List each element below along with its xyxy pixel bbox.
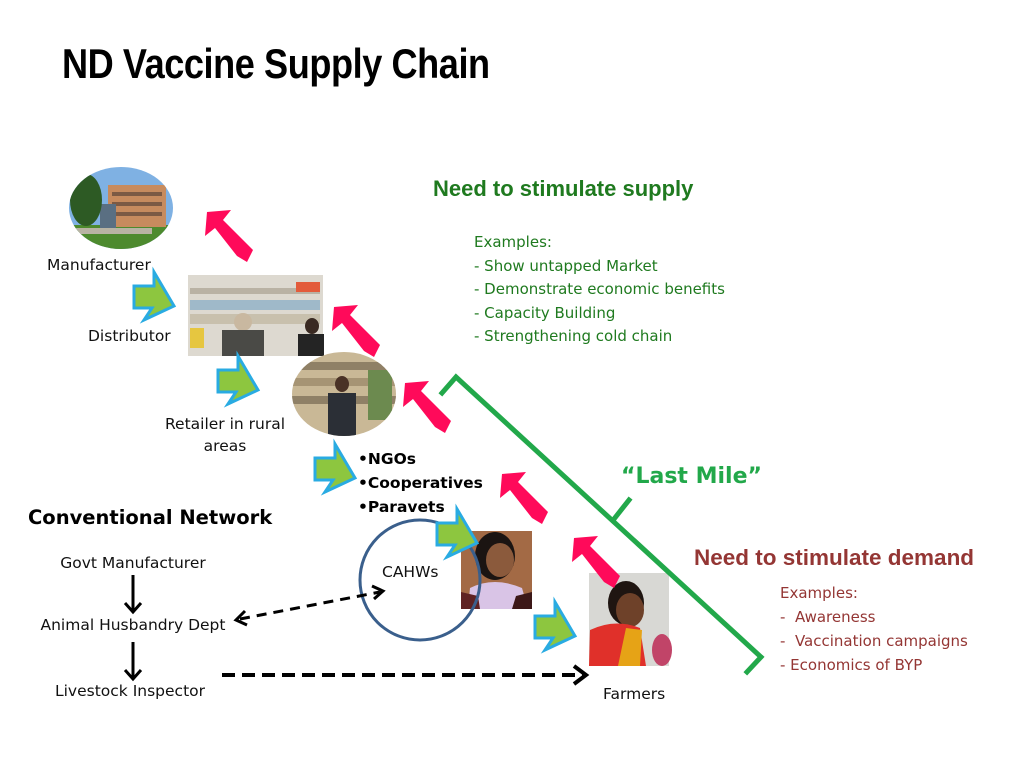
demand-heading: Need to stimulate demand	[694, 545, 975, 570]
distributor-label: Distributor	[88, 327, 171, 345]
partner-item: •NGOs	[358, 450, 417, 468]
cahws-label: CAHWs	[382, 563, 439, 581]
supply-example-item: - Strengthening cold chain	[474, 327, 673, 345]
conv-node-govt-manufacturer: Govt Manufacturer	[60, 554, 206, 572]
supply-examples-label: Examples:	[474, 233, 552, 251]
last-mile-bracket	[438, 373, 765, 676]
conv-arrow-1	[123, 575, 143, 615]
dashed-link-farmers	[222, 664, 590, 686]
demand-example-item: - Vaccination campaigns	[780, 632, 968, 650]
supply-example-item: - Demonstrate economic benefits	[474, 280, 725, 298]
retailer-label: Retailer in rural areas	[150, 415, 300, 455]
dashed-link-cahw	[233, 584, 386, 627]
retailer-label-line1: Retailer in rural	[164, 415, 286, 433]
slide-title: ND Vaccine Supply Chain	[62, 40, 490, 87]
farmer-photo	[589, 573, 672, 666]
conv-arrow-2	[123, 642, 143, 682]
demand-example-item: - Economics of BYP	[780, 656, 923, 674]
conv-node-livestock-inspector: Livestock Inspector	[54, 682, 205, 700]
farmers-label: Farmers	[603, 685, 666, 703]
demand-examples-label: Examples:	[780, 584, 858, 602]
flow-arrow-distributor-to-retailer	[216, 354, 260, 406]
feedback-arrow-2	[332, 305, 380, 357]
feedback-arrow-1	[205, 210, 253, 262]
conventional-network-heading: Conventional Network	[28, 506, 273, 529]
supply-examples: Examples: - Show untapped Market - Demon…	[474, 231, 725, 349]
retailer-label-line2: areas	[203, 437, 247, 455]
partner-list: •NGOs •Cooperatives •Paravets	[358, 447, 483, 519]
supply-heading: Need to stimulate supply	[433, 176, 694, 201]
cahw-circle	[358, 518, 482, 642]
demand-examples: Examples: - Awareness - Vaccination camp…	[780, 581, 968, 677]
partner-item: •Cooperatives	[358, 474, 483, 492]
supply-example-item: - Show untapped Market	[474, 256, 658, 275]
distributor-photo	[188, 275, 324, 356]
conv-node-animal-husbandry: Animal Husbandry Dept	[40, 616, 226, 634]
manufacturer-label: Manufacturer	[47, 256, 151, 274]
feedback-arrow-4	[500, 472, 548, 524]
flow-arrow-retailer-to-partners	[313, 442, 357, 494]
cahw-photo	[461, 531, 532, 609]
retailer-photo	[292, 352, 396, 436]
last-mile-label: “Last Mile”	[621, 464, 762, 489]
flow-arrow-cahws-to-farmers	[533, 600, 577, 652]
manufacturer-photo	[69, 167, 173, 249]
supply-example-item: - Capacity Building	[474, 303, 616, 322]
partner-item: •Paravets	[358, 498, 445, 516]
demand-example-item: - Awareness	[780, 608, 876, 626]
flow-arrow-manufacturer-to-distributor	[132, 270, 176, 322]
